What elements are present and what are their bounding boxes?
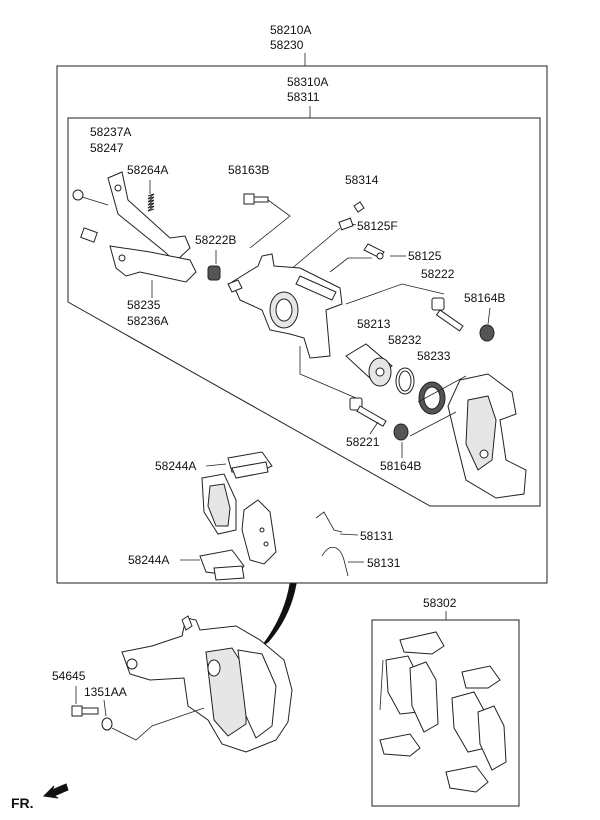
label-58164B-bot: 58164B — [380, 459, 421, 473]
pad-shim-58244A-bot — [199, 549, 245, 581]
pin-boot-58164B-top — [479, 324, 495, 342]
label-58125: 58125 — [408, 249, 442, 263]
label-58222: 58222 — [421, 267, 455, 281]
label-58302: 58302 — [423, 596, 457, 610]
label-58230: 58230 — [270, 38, 304, 52]
label-58235: 58235 — [127, 298, 161, 312]
label-58131-bot: 58131 — [367, 556, 401, 570]
bleeder-screw-58125F — [338, 217, 357, 231]
label-58131-top: 58131 — [360, 529, 394, 543]
label-58244A-top: 58244A — [155, 459, 196, 473]
pad-kit-frame — [371, 619, 520, 807]
label-58314: 58314 — [345, 173, 379, 187]
label-58125F: 58125F — [357, 219, 398, 233]
label-58232: 58232 — [388, 333, 422, 347]
wear-indicator-58131-bot — [321, 547, 349, 577]
label-58244A-bot: 58244A — [128, 553, 169, 567]
caliper-housing — [227, 253, 343, 359]
piston-58213 — [345, 343, 393, 387]
label-58213: 58213 — [357, 317, 391, 331]
label-58310A: 58310A — [287, 75, 328, 89]
front-direction-arrow-icon — [42, 783, 69, 799]
assembled-caliper — [121, 615, 293, 753]
label-58247: 58247 — [90, 141, 124, 155]
bleeder-58125 — [363, 243, 385, 260]
brake-pad-inner — [201, 473, 237, 535]
label-1351AA: 1351AA — [84, 685, 127, 699]
parking-lever-bracket — [72, 171, 191, 263]
inner-assembly-frame — [67, 117, 541, 507]
label-58236A: 58236A — [127, 314, 168, 328]
guide-pin-58221 — [349, 397, 387, 427]
outer-assembly-frame — [56, 65, 548, 584]
label-58311: 58311 — [287, 90, 320, 104]
bleeder-cap-58314 — [353, 201, 365, 213]
piston-seal-58232 — [395, 367, 415, 395]
mounting-bolt-54645 — [71, 705, 99, 717]
wear-indicator-58131-top — [315, 511, 343, 533]
label-58163B: 58163B — [228, 163, 269, 177]
pad-kit-58302 — [379, 631, 507, 793]
label-58164B-top: 58164B — [464, 291, 505, 305]
caliper-carrier — [447, 373, 527, 499]
label-58222B: 58222B — [195, 233, 236, 247]
label-58210A: 58210A — [270, 23, 311, 37]
label-58264A: 58264A — [127, 163, 168, 177]
front-direction-label: FR. — [11, 795, 34, 811]
label-54645: 54645 — [52, 669, 86, 683]
guide-pin-58222 — [431, 297, 464, 332]
dust-boot-58233 — [418, 381, 446, 415]
assembly-pointer-arrow — [261, 583, 297, 647]
label-58237A: 58237A — [90, 125, 131, 139]
caliper-bolt-58163B — [243, 193, 269, 205]
washer-1351AA — [101, 717, 113, 731]
pad-shim-58244A-top — [227, 451, 273, 479]
label-58233: 58233 — [417, 349, 451, 363]
brake-pad-outer — [241, 499, 277, 565]
lever-plate — [80, 227, 197, 283]
return-spring — [147, 180, 155, 212]
label-58221: 58221 — [346, 435, 380, 449]
pin-boot-58164B-bot — [393, 423, 409, 441]
boot-58222B — [207, 265, 221, 281]
